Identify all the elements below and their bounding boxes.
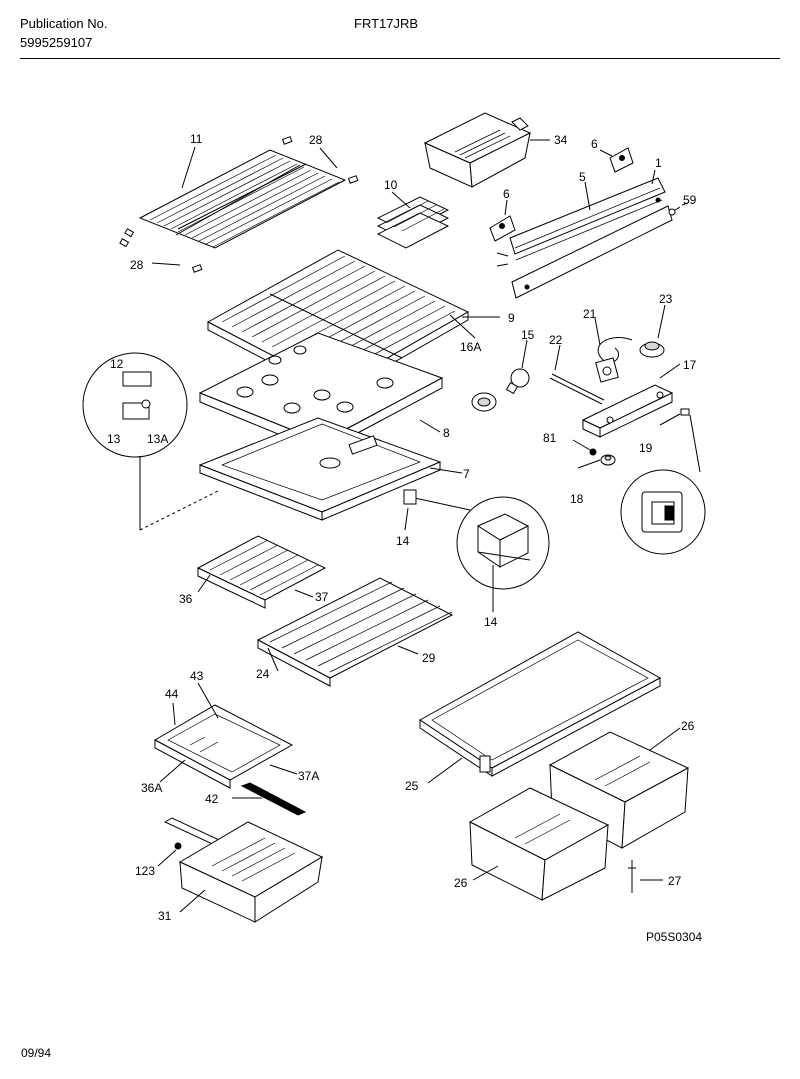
callout-5: 5 (579, 170, 586, 184)
callout-16a: 16A (460, 340, 481, 354)
callout-8: 8 (443, 426, 450, 440)
callout-43: 43 (190, 669, 204, 683)
callout-34: 34 (554, 133, 568, 147)
detail-circle-light-shield (82, 352, 221, 531)
publication-number: 5995259107 (20, 35, 93, 50)
control-brackets (489, 147, 634, 242)
half-wire-shelf (196, 535, 327, 609)
callout-10: 10 (384, 178, 398, 192)
callout-6-top: 6 (591, 137, 598, 151)
callout-27: 27 (668, 874, 682, 888)
callout-11: 11 (190, 132, 203, 146)
callout-19: 19 (639, 441, 653, 455)
callout-22: 22 (549, 333, 563, 347)
part-callout-labels: 11 28 28 34 6 1 10 6 5 59 9 16A 15 21 22… (107, 132, 697, 923)
crisper-drawer-left (468, 787, 610, 901)
callout-1: 1 (655, 156, 662, 170)
callout-18: 18 (570, 492, 584, 506)
meat-drawer (178, 821, 324, 923)
damper-small (403, 489, 417, 505)
callout-21: 21 (583, 307, 597, 321)
callout-6-mid: 6 (503, 187, 510, 201)
callout-26-left: 26 (454, 876, 468, 890)
callout-25: 25 (405, 779, 419, 793)
callout-14-small: 14 (396, 534, 410, 548)
callout-9: 9 (508, 311, 515, 325)
control-rail (496, 177, 673, 299)
leader-lines (151, 139, 689, 913)
publication-label: Publication No. (20, 16, 108, 31)
light-socket-and-bulb (471, 368, 530, 412)
callout-37: 37 (315, 590, 329, 604)
drawing-code: P05S0304 (646, 930, 702, 944)
revision-date: 09/94 (21, 1046, 51, 1060)
ice-trays (376, 196, 450, 249)
callout-36: 36 (179, 592, 193, 606)
header-rule (20, 58, 780, 59)
callout-59: 59 (683, 193, 697, 207)
ice-bucket (423, 112, 532, 188)
callout-23: 23 (659, 292, 673, 306)
thermostat-assembly (549, 337, 674, 438)
callout-36a: 36A (141, 781, 162, 795)
callout-37a: 37A (298, 769, 319, 783)
callout-28-bottom: 28 (130, 258, 144, 272)
model-number: FRT17JRB (354, 16, 419, 31)
callout-13a: 13A (147, 432, 168, 446)
shelf-clips (119, 136, 359, 273)
crisper-cover (419, 631, 662, 777)
callout-31: 31 (158, 909, 172, 923)
shelf-trim (240, 782, 307, 816)
callout-42: 42 (205, 792, 219, 806)
callout-28-top: 28 (309, 133, 323, 147)
callout-29: 29 (422, 651, 436, 665)
drawer-screw (628, 860, 636, 893)
callout-44: 44 (165, 687, 179, 701)
detail-circle-damper (409, 496, 550, 590)
glass-shelf (153, 704, 294, 789)
switch-and-knob (589, 408, 690, 466)
callout-12: 12 (110, 357, 124, 371)
callout-7: 7 (463, 467, 470, 481)
freezer-wire-shelf (138, 149, 347, 249)
callout-81: 81 (543, 431, 557, 445)
detail-circle-switch (620, 414, 706, 555)
cabinet-divider-bottom (198, 417, 442, 521)
callout-17: 17 (683, 358, 697, 372)
callout-15: 15 (521, 328, 535, 342)
callout-26-right: 26 (681, 719, 695, 733)
callout-24: 24 (256, 667, 270, 681)
full-wire-shelf (256, 577, 454, 687)
screw (668, 206, 681, 216)
callout-13: 13 (107, 432, 121, 446)
callout-14-detail: 14 (484, 615, 498, 629)
callout-123: 123 (135, 864, 155, 878)
